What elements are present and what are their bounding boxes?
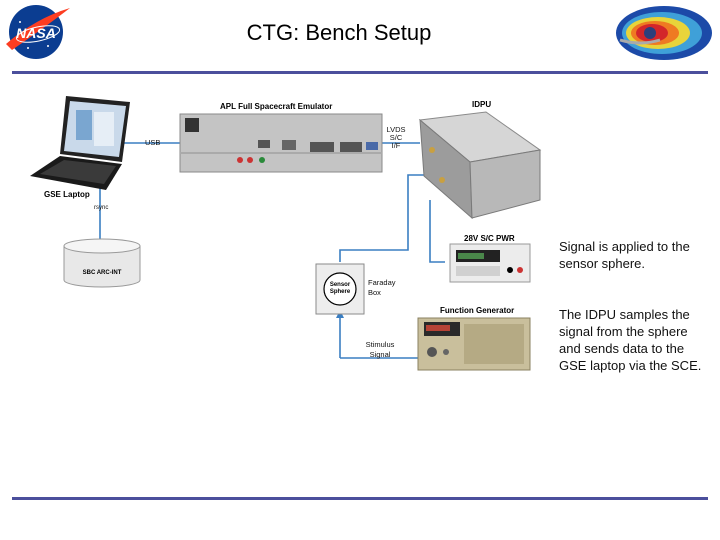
usb-label: USB bbox=[145, 138, 161, 147]
sensor-sphere bbox=[323, 272, 357, 306]
rsync-label: rsync bbox=[94, 205, 109, 211]
faraday-box-label: Faraday Box bbox=[368, 278, 396, 297]
emulator-title: APL Full Spacecraft Emulator bbox=[220, 102, 333, 111]
idpu-title: IDPU bbox=[472, 100, 492, 109]
magnetosphere-image bbox=[616, 6, 712, 60]
stimulus-signal-label: Stimulus Signal bbox=[365, 340, 395, 359]
function-generator-label: Function Generator bbox=[440, 306, 515, 315]
faraday-box bbox=[315, 263, 365, 315]
power-supply-label: 28V S/C PWR bbox=[464, 234, 515, 243]
gse-laptop-label: GSE Laptop bbox=[44, 190, 90, 199]
sensor-sphere-label: Sensor Sphere bbox=[329, 282, 351, 295]
slide-title: CTG: Bench Setup bbox=[246, 20, 432, 45]
spacecraft-emulator bbox=[179, 113, 383, 173]
sphere-signal-cable bbox=[339, 174, 430, 262]
gse-laptop bbox=[30, 96, 130, 190]
database-label: SBC ARC-INT bbox=[82, 270, 122, 276]
note-signal-applied: Signal is applied to the sensor sphere. bbox=[559, 239, 690, 271]
footer-divider bbox=[12, 497, 708, 500]
nasa-logo: NASA bbox=[6, 5, 70, 59]
note-idpu-sampling: The IDPU samples the signal from the sph… bbox=[559, 307, 702, 373]
title-divider bbox=[12, 71, 708, 74]
database-cylinder bbox=[63, 238, 141, 288]
nasa-logo-text: NASA bbox=[16, 25, 56, 41]
power-cable bbox=[429, 200, 445, 263]
function-generator bbox=[417, 317, 531, 371]
power-supply bbox=[449, 243, 531, 283]
lvds-link-label: LVDS S/C I/F bbox=[386, 125, 406, 150]
idpu-box bbox=[418, 111, 542, 220]
